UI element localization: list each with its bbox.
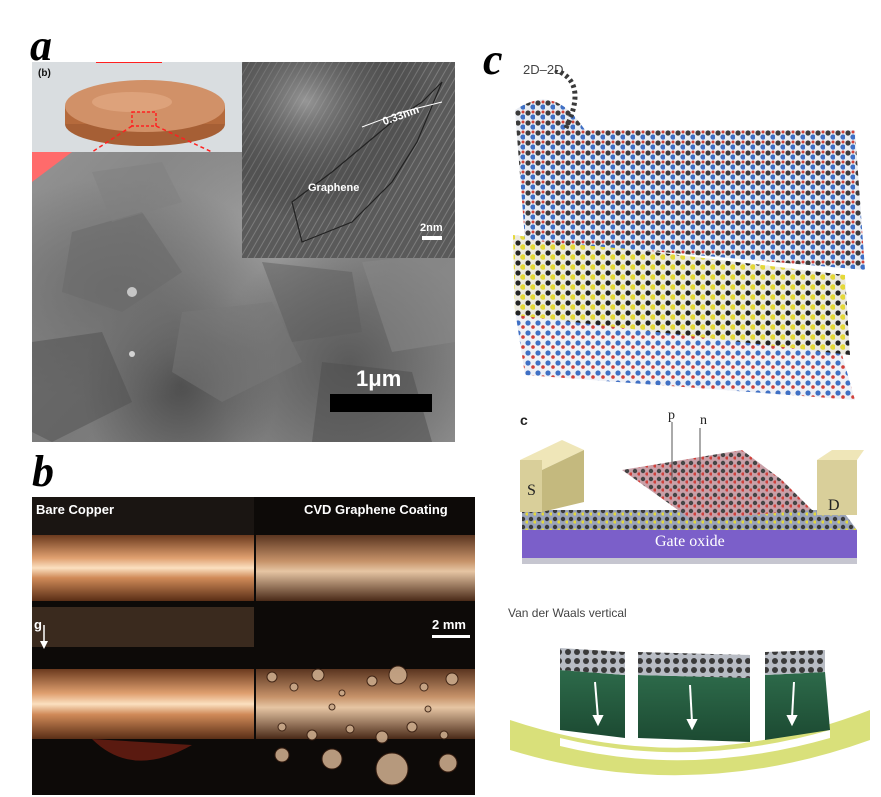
hrtem-scale-label: 2nm bbox=[420, 222, 443, 234]
vdw-vertical-title: Van der Waals vertical bbox=[508, 606, 627, 620]
panel-b-letter: b bbox=[32, 447, 54, 496]
device-letter: c bbox=[520, 412, 528, 428]
graphene-label: Graphene bbox=[308, 182, 360, 194]
panel-a-tem-image: (b) 0.33nm Graphene 2nm 1μm bbox=[32, 62, 455, 442]
hrtem-lattice bbox=[242, 62, 455, 258]
vdw-vertical-device-illustration bbox=[510, 648, 870, 776]
hrtem-inset: 0.33nm Graphene 2nm bbox=[242, 62, 455, 258]
bare-copper-title: Bare Copper bbox=[36, 502, 115, 517]
panel-a-letter: a bbox=[30, 21, 52, 70]
scale-bar-label: 1μm bbox=[356, 366, 402, 391]
scale-bar bbox=[330, 394, 432, 412]
inset-tag: (b) bbox=[38, 68, 51, 79]
2d-heterostructure-illustration bbox=[513, 70, 865, 400]
copper-disk-illustration bbox=[65, 62, 225, 152]
gravity-label: g bbox=[34, 617, 42, 632]
panel-c-letter: c bbox=[483, 35, 503, 84]
panel-b-scale-label: 2 mm bbox=[432, 617, 466, 632]
drain-label: D bbox=[828, 497, 840, 514]
copper-tubes-illustration bbox=[32, 497, 475, 795]
red-highlight-wedge bbox=[32, 152, 72, 182]
p-label: p bbox=[668, 408, 675, 423]
heterostructure-title: 2D–2D bbox=[523, 62, 564, 77]
panel-b-condensation-photos: Bare Copper CVD Graphene Coating g 2 mm bbox=[32, 497, 475, 795]
grain-texture bbox=[32, 162, 455, 442]
source-label: S bbox=[527, 482, 536, 499]
pn-junction-device-illustration bbox=[520, 422, 864, 564]
graphene-coating-title: CVD Graphene Coating bbox=[304, 502, 448, 517]
n-label: n bbox=[700, 413, 707, 428]
copper-disk-photo-inset: (b) bbox=[32, 62, 258, 152]
gate-oxide-label: Gate oxide bbox=[655, 533, 725, 550]
